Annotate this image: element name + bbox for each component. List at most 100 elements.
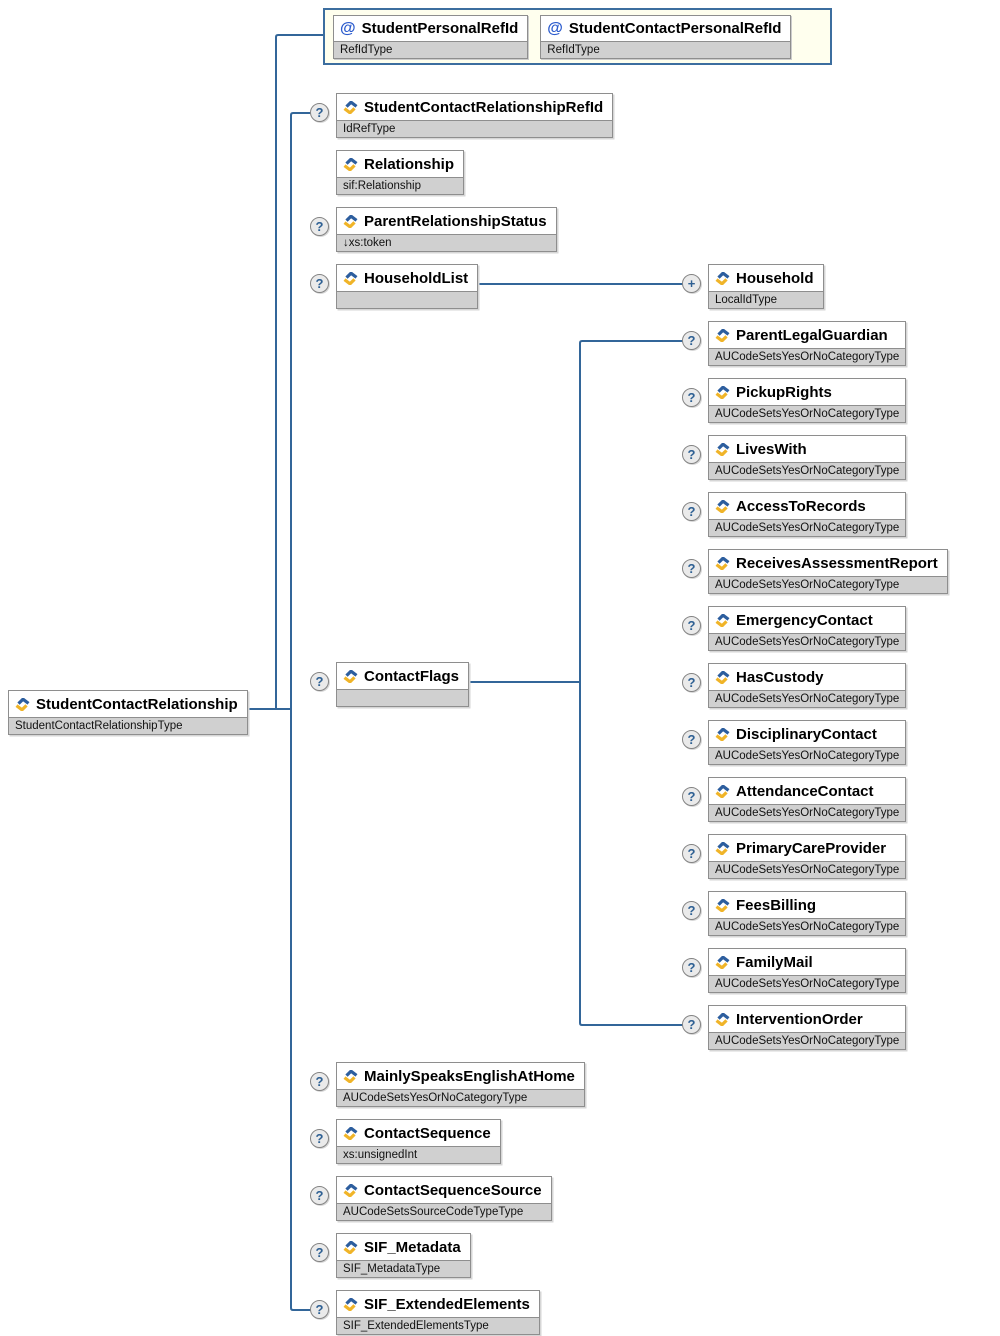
- element-name: ContactSequenceSource: [364, 1182, 542, 1199]
- element-type: AUCodeSetsYesOrNoCategoryType: [709, 348, 906, 365]
- element-type: AUCodeSetsSourceCodeTypeType: [337, 1203, 551, 1220]
- element-box-MainlySpeaksEnglishAtHome[interactable]: ? MainlySpeaksEnglishAtHome AUCodeSetsYe…: [310, 1062, 585, 1107]
- element-box-ParentRelationshipStatus[interactable]: ? ParentRelationshipStatus ↓xs:token: [310, 207, 557, 252]
- element-box-FamilyMail[interactable]: ? FamilyMail AUCodeSetsYesOrNoCategoryTy…: [682, 948, 907, 993]
- element-icon: [715, 557, 730, 570]
- repeat-marker[interactable]: +: [682, 274, 701, 293]
- element-name: FeesBilling: [736, 897, 817, 914]
- element-box-HouseholdList[interactable]: ? HouseholdList: [310, 264, 479, 309]
- element-box-StudentContactRelationship[interactable]: StudentContactRelationship StudentContac…: [8, 690, 248, 735]
- optional-marker: ?: [682, 616, 701, 635]
- optional-marker: ?: [682, 1015, 701, 1034]
- element-box-PrimaryCareProvider[interactable]: ? PrimaryCareProvider AUCodeSetsYesOrNoC…: [682, 834, 907, 879]
- element-icon: [715, 956, 730, 969]
- element-name: InterventionOrder: [736, 1011, 863, 1028]
- optional-marker: ?: [310, 1129, 329, 1148]
- element-type: SIF_MetadataType: [337, 1260, 470, 1277]
- element-type: AUCodeSetsYesOrNoCategoryType: [709, 633, 906, 650]
- element-name: ContactFlags: [364, 668, 460, 685]
- element-icon: [343, 158, 358, 171]
- element-box-InterventionOrder[interactable]: ? InterventionOrder AUCodeSetsYesOrNoCat…: [682, 1005, 907, 1050]
- element-box-HasCustody[interactable]: ? HasCustody AUCodeSetsYesOrNoCategoryTy…: [682, 663, 907, 708]
- element-type: StudentContactRelationshipType: [9, 717, 247, 734]
- element-box-ReceivesAssessmentReport[interactable]: ? ReceivesAssessmentReport AUCodeSetsYes…: [682, 549, 948, 594]
- element-name: HouseholdList: [364, 270, 469, 287]
- element-icon: [343, 101, 358, 114]
- element-icon: [343, 1241, 358, 1254]
- element-icon: [715, 785, 730, 798]
- optional-marker: ?: [682, 844, 701, 863]
- element-icon: [343, 272, 358, 285]
- wire-main-trunk: [290, 112, 320, 1311]
- attribute-box-StudentContactPersonalRefId[interactable]: @ StudentContactPersonalRefId RefIdType: [540, 14, 792, 59]
- element-box-SIF_ExtendedElements[interactable]: ? SIF_ExtendedElements SIF_ExtendedEleme…: [310, 1290, 540, 1335]
- element-icon: [15, 698, 30, 711]
- element-type: ↓xs:token: [337, 234, 556, 251]
- element-type: AUCodeSetsYesOrNoCategoryType: [709, 405, 906, 422]
- optional-marker: ?: [682, 730, 701, 749]
- optional-marker: ?: [682, 388, 701, 407]
- optional-marker: ?: [310, 1072, 329, 1091]
- element-type: AUCodeSetsYesOrNoCategoryType: [709, 519, 906, 536]
- element-box-EmergencyContact[interactable]: ? EmergencyContact AUCodeSetsYesOrNoCate…: [682, 606, 907, 651]
- element-name: ParentRelationshipStatus: [364, 213, 547, 230]
- element-box-DisciplinaryContact[interactable]: ? DisciplinaryContact AUCodeSetsYesOrNoC…: [682, 720, 907, 765]
- element-name: FamilyMail: [736, 954, 813, 971]
- element-box-ContactSequenceSource[interactable]: ? ContactSequenceSource AUCodeSetsSource…: [310, 1176, 552, 1221]
- element-icon: [715, 1013, 730, 1026]
- element-icon: [715, 443, 730, 456]
- element-box-ContactSequence[interactable]: ? ContactSequence xs:unsignedInt: [310, 1119, 501, 1164]
- element-box-SIF_Metadata[interactable]: ? SIF_Metadata SIF_MetadataType: [310, 1233, 471, 1278]
- element-name: Household: [736, 270, 814, 287]
- element-box-PickupRights[interactable]: ? PickupRights AUCodeSetsYesOrNoCategory…: [682, 378, 907, 423]
- element-box-FeesBilling[interactable]: ? FeesBilling AUCodeSetsYesOrNoCategoryT…: [682, 891, 907, 936]
- element-name: SIF_ExtendedElements: [364, 1296, 530, 1313]
- element-icon: [715, 272, 730, 285]
- element-type: xs:unsignedInt: [337, 1146, 500, 1163]
- element-name: PrimaryCareProvider: [736, 840, 887, 857]
- element-name: EmergencyContact: [736, 612, 873, 629]
- element-icon: [715, 842, 730, 855]
- attribute-box-StudentPersonalRefId[interactable]: @ StudentPersonalRefId RefIdType: [333, 14, 529, 59]
- optional-marker: ?: [682, 331, 701, 350]
- optional-marker: ?: [310, 103, 329, 122]
- attribute-type: RefIdType: [334, 40, 528, 58]
- element-name: AttendanceContact: [736, 783, 874, 800]
- element-box-Household[interactable]: + Household LocalIdType: [682, 264, 824, 309]
- optional-marker: ?: [682, 673, 701, 692]
- element-icon: [343, 1298, 358, 1311]
- element-name: AccessToRecords: [736, 498, 866, 515]
- element-icon: [715, 500, 730, 513]
- element-box-StudentContactRelationshipRefId[interactable]: ? StudentContactRelationshipRefId IdRefT…: [310, 93, 614, 138]
- optional-marker: ?: [682, 787, 701, 806]
- element-box-AttendanceContact[interactable]: ? AttendanceContact AUCodeSetsYesOrNoCat…: [682, 777, 907, 822]
- element-type: AUCodeSetsYesOrNoCategoryType: [709, 975, 906, 992]
- element-type: AUCodeSetsYesOrNoCategoryType: [709, 861, 906, 878]
- element-name: StudentContactRelationship: [36, 696, 238, 713]
- attribute-icon: @: [340, 19, 356, 37]
- element-type: [337, 291, 478, 308]
- element-type: AUCodeSetsYesOrNoCategoryType: [709, 462, 906, 479]
- element-type: [337, 689, 469, 706]
- element-box-LivesWith[interactable]: ? LivesWith AUCodeSetsYesOrNoCategoryTyp…: [682, 435, 907, 480]
- element-icon: [715, 728, 730, 741]
- element-name: StudentContactRelationshipRefId: [364, 99, 604, 116]
- element-box-ParentLegalGuardian[interactable]: ? ParentLegalGuardian AUCodeSetsYesOrNoC…: [682, 321, 907, 366]
- element-box-AccessToRecords[interactable]: ? AccessToRecords AUCodeSetsYesOrNoCateg…: [682, 492, 907, 537]
- element-icon: [343, 1127, 358, 1140]
- optional-marker: ?: [682, 958, 701, 977]
- element-type: AUCodeSetsYesOrNoCategoryType: [709, 576, 947, 593]
- wire-root-to-attributes: [275, 34, 323, 709]
- element-type: LocalIdType: [709, 291, 823, 308]
- attributes-group: @ StudentPersonalRefId RefIdType @ Stude…: [323, 8, 832, 65]
- element-name: HasCustody: [736, 669, 824, 686]
- element-name: SIF_Metadata: [364, 1239, 461, 1256]
- element-type: AUCodeSetsYesOrNoCategoryType: [709, 690, 906, 707]
- element-name: PickupRights: [736, 384, 832, 401]
- element-box-Relationship[interactable]: Relationship sif:Relationship: [336, 150, 465, 195]
- element-icon: [715, 671, 730, 684]
- attribute-name: StudentPersonalRefId: [361, 19, 519, 37]
- element-box-ContactFlags[interactable]: ? ContactFlags: [310, 662, 470, 707]
- optional-marker: ?: [310, 217, 329, 236]
